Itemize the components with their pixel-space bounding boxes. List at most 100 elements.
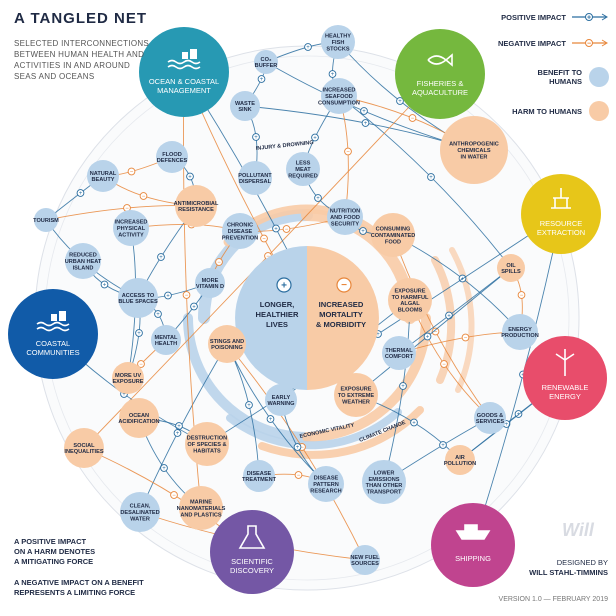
benefit-node-label: REDUCED [69, 253, 97, 259]
impact-sign-icon: − [464, 336, 468, 342]
negative-marker-icon [294, 471, 303, 479]
note-limiting-line-1: A NEGATIVE IMPACT ON A BENEFIT [14, 578, 144, 587]
hub-label: SCIENTIFIC [231, 557, 273, 566]
harm-node-label: SOCIAL [73, 443, 95, 449]
harm-node-label: IN WATER [461, 154, 488, 160]
benefit-node-label: WARNING [267, 401, 294, 407]
hub-label: MANAGEMENT [157, 86, 211, 95]
benefit-node-circle [308, 466, 344, 502]
impact-sign-icon: + [461, 277, 465, 283]
harm-node-label: TO HARMFUL [392, 295, 429, 301]
impact-sign-icon: − [130, 170, 134, 176]
impact-sign-icon: + [361, 229, 365, 235]
negative-marker-icon [282, 225, 291, 233]
impact-sign-icon: + [137, 331, 141, 337]
credit-line-2: WILL STAHL-TIMMINS [529, 568, 608, 577]
harm-node-label: ANTIMICROBIAL [174, 201, 219, 207]
benefit-node-circle [156, 141, 188, 173]
benefit-node-label: FISH [332, 40, 345, 46]
positive-marker-icon [304, 43, 312, 51]
benefit-node-circle [34, 208, 58, 232]
benefit-node-label: DISPERSAL [239, 179, 272, 185]
impact-sign-icon: − [185, 293, 189, 299]
impact-sign-icon: + [331, 72, 335, 78]
benefit-center-line-2: HEALTHIER [256, 310, 299, 319]
positive-marker-icon [423, 332, 432, 341]
benefit-node-circle [327, 199, 363, 235]
benefit-center-line-3: LIVES [266, 320, 288, 329]
harm-node-label: CONSUMING [376, 227, 411, 233]
positive-marker-icon [311, 133, 319, 142]
credit: DESIGNED BY WILL STAHL-TIMMINS [529, 558, 608, 578]
harm-node-label: OF SPECIES & [187, 442, 226, 448]
wind-turbine-icon [555, 349, 575, 376]
impact-sign-icon: + [177, 424, 181, 430]
impact-sign-icon: + [401, 384, 405, 390]
harm-swatch-icon [589, 101, 609, 121]
legend-harm: HARM TO HUMANS [512, 100, 610, 122]
svg-text:+: + [281, 281, 287, 292]
impact-sign-icon: + [362, 109, 366, 115]
harm-node-label: MORE UV [115, 373, 141, 379]
impact-sign-icon: + [188, 175, 192, 181]
benefit-node: GOODS &SERVICES [474, 402, 506, 434]
negative-marker-icon [461, 333, 470, 342]
impact-sign-icon: − [142, 194, 146, 200]
benefit-swatch-icon [589, 67, 609, 87]
benefit-node-circle [151, 325, 181, 355]
benefit-node-label: TREATMENT [242, 477, 277, 483]
benefit-node-label: WASTE [235, 101, 255, 107]
svg-text:+: + [587, 15, 591, 22]
impact-sign-icon: + [247, 403, 251, 409]
benefit-node-label: INCREASED [323, 88, 356, 94]
positive-marker-icon [293, 443, 302, 451]
impact-sign-icon: + [79, 191, 83, 197]
benefit-node-label: ACCESS TO [122, 293, 155, 299]
benefit-node-circle [87, 160, 119, 192]
impact-sign-icon: + [103, 283, 107, 289]
benefit-node-label: REQUIRED [288, 173, 318, 179]
benefit-node-circle [286, 152, 320, 186]
harm-node-label: EXPOSURE [340, 387, 371, 393]
harm-node-circle [334, 373, 378, 417]
harm-node-label: MARINE [190, 500, 212, 506]
harm-node-circle [208, 325, 246, 363]
impact-sign-icon: + [517, 412, 521, 418]
svg-text:−: − [587, 41, 591, 48]
impact-sign-icon: − [266, 254, 270, 260]
positive-marker-icon [427, 173, 435, 181]
harm-node-label: NANOMATERIALS [177, 506, 226, 512]
benefit-node-label: CLEAN, [130, 504, 151, 510]
benefit-node-circle [195, 268, 225, 298]
benefit-node: TOURISM [33, 208, 59, 232]
harm-node-label: ALGAL [400, 301, 420, 307]
oil-rig-icon [551, 188, 571, 209]
benefit-node-label: PREVENTION [222, 235, 258, 241]
harm-node-label: ANTHROPOGENIC [449, 142, 499, 148]
benefit-node-label: SERVICES [476, 419, 504, 425]
positive-marker-icon [190, 302, 198, 311]
harm-node-label: OIL [506, 263, 516, 269]
designer-logo: Will [562, 520, 594, 540]
benefit-node-label: LOWER [374, 470, 395, 476]
positive-marker-icon [396, 97, 404, 105]
note-limiting-line-2: REPRESENTS A LIMITING FORCE [14, 588, 136, 597]
benefit-node-label: DISEASE [314, 476, 339, 482]
harm-node-label: POLLUTION [444, 461, 476, 467]
hub-label: SHIPPING [455, 554, 491, 563]
impact-sign-icon: − [520, 293, 524, 299]
